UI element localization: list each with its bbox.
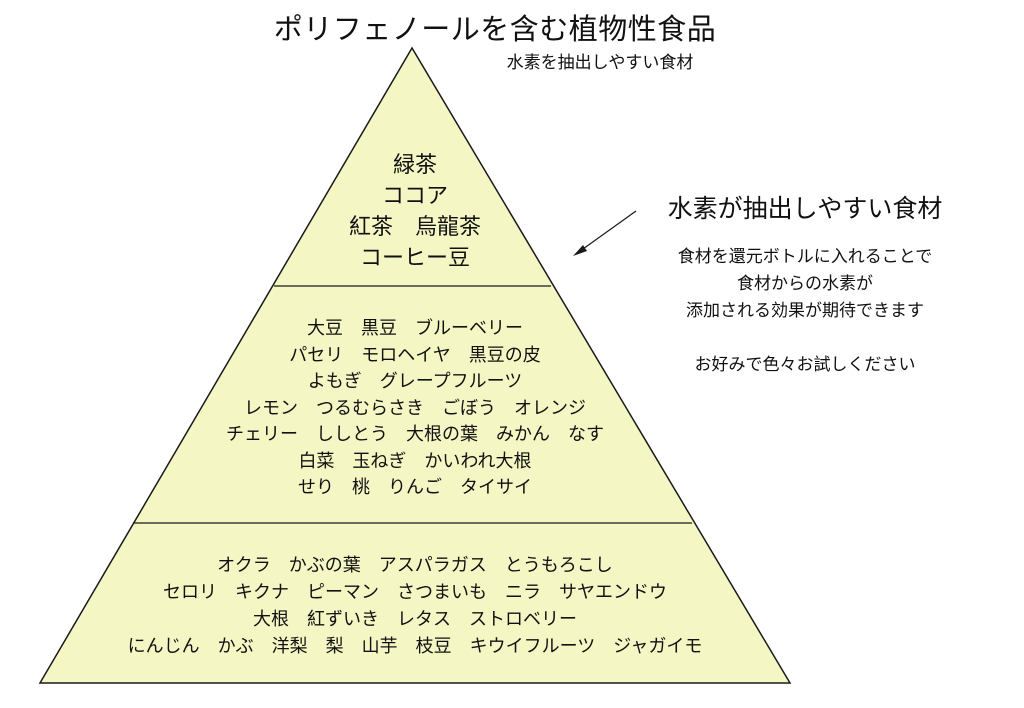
callout-arrow-head [573,245,587,256]
tier-item-line: 白菜 玉ねぎ かいわれ大根 [298,450,532,472]
tier-item-line: にんじん かぶ 洋梨 梨 山芋 枝豆 キウイフルーツ ジャガイモ [127,636,703,657]
page-title: ポリフェノールを含む植物性食品 [273,12,717,46]
callout-description-line: 食材を還元ボトルに入れることで [677,247,933,267]
pyramid-shape [38,46,792,684]
callout-arrow [575,210,637,255]
callout-description-line: 添加される効果が期待できます [686,301,924,321]
tier-item-line: 緑茶 [392,153,437,178]
page-subtitle: 水素を抽出しやすい食材 [506,53,694,73]
tier-item-line: レモン つるむらさき ごぼう オレンジ [244,397,586,419]
tier-item-line: オクラ かぶの葉 アスパラガス とうもろこし [217,555,613,576]
tier-item-line: セロリ キクナ ピーマン さつまいも ニラ サヤエンドウ [163,582,667,603]
tier-item-line: パセリ モロヘイヤ 黒豆の皮 [289,344,541,366]
pyramid-tier-middle: 大豆 黒豆 ブルーベリー パセリ モロヘイヤ 黒豆の皮 よもぎ グレープフルーツ… [180,316,650,502]
tier-item-line: ココア [381,184,448,209]
callout-description: 食材を還元ボトルに入れることで 食材からの水素が 添加される効果が期待できます … [620,244,990,379]
tier-item-line: せり 桃 りんご タイサイ [298,477,532,498]
tier-item-line: 大根 紅ずいき レタス ストロベリー [253,609,577,630]
callout-description-line [620,325,990,352]
tier-item-line: よもぎ グレープフルーツ [307,371,523,392]
pyramid-tier-top: 緑茶 ココア 紅茶 烏龍茶 コーヒー豆 [300,150,530,274]
pyramid-tier-bottom: オクラ かぶの葉 アスパラガス とうもろこし セロリ キクナ ピーマン さつまい… [60,552,770,660]
callout-description-line: お好みで色々お試しください [694,355,916,375]
tier-item-line: コーヒー豆 [359,246,470,271]
tier-item-line: 大豆 黒豆 ブルーベリー [307,318,523,339]
tier-item-line: 紅茶 烏龍茶 [348,215,481,240]
callout-description-line: 食材からの水素が [737,274,873,294]
tier-item-line: チェリー ししとう 大根の葉 みかん なす [226,424,604,445]
callout-title: 水素が抽出しやすい食材 [667,194,943,223]
